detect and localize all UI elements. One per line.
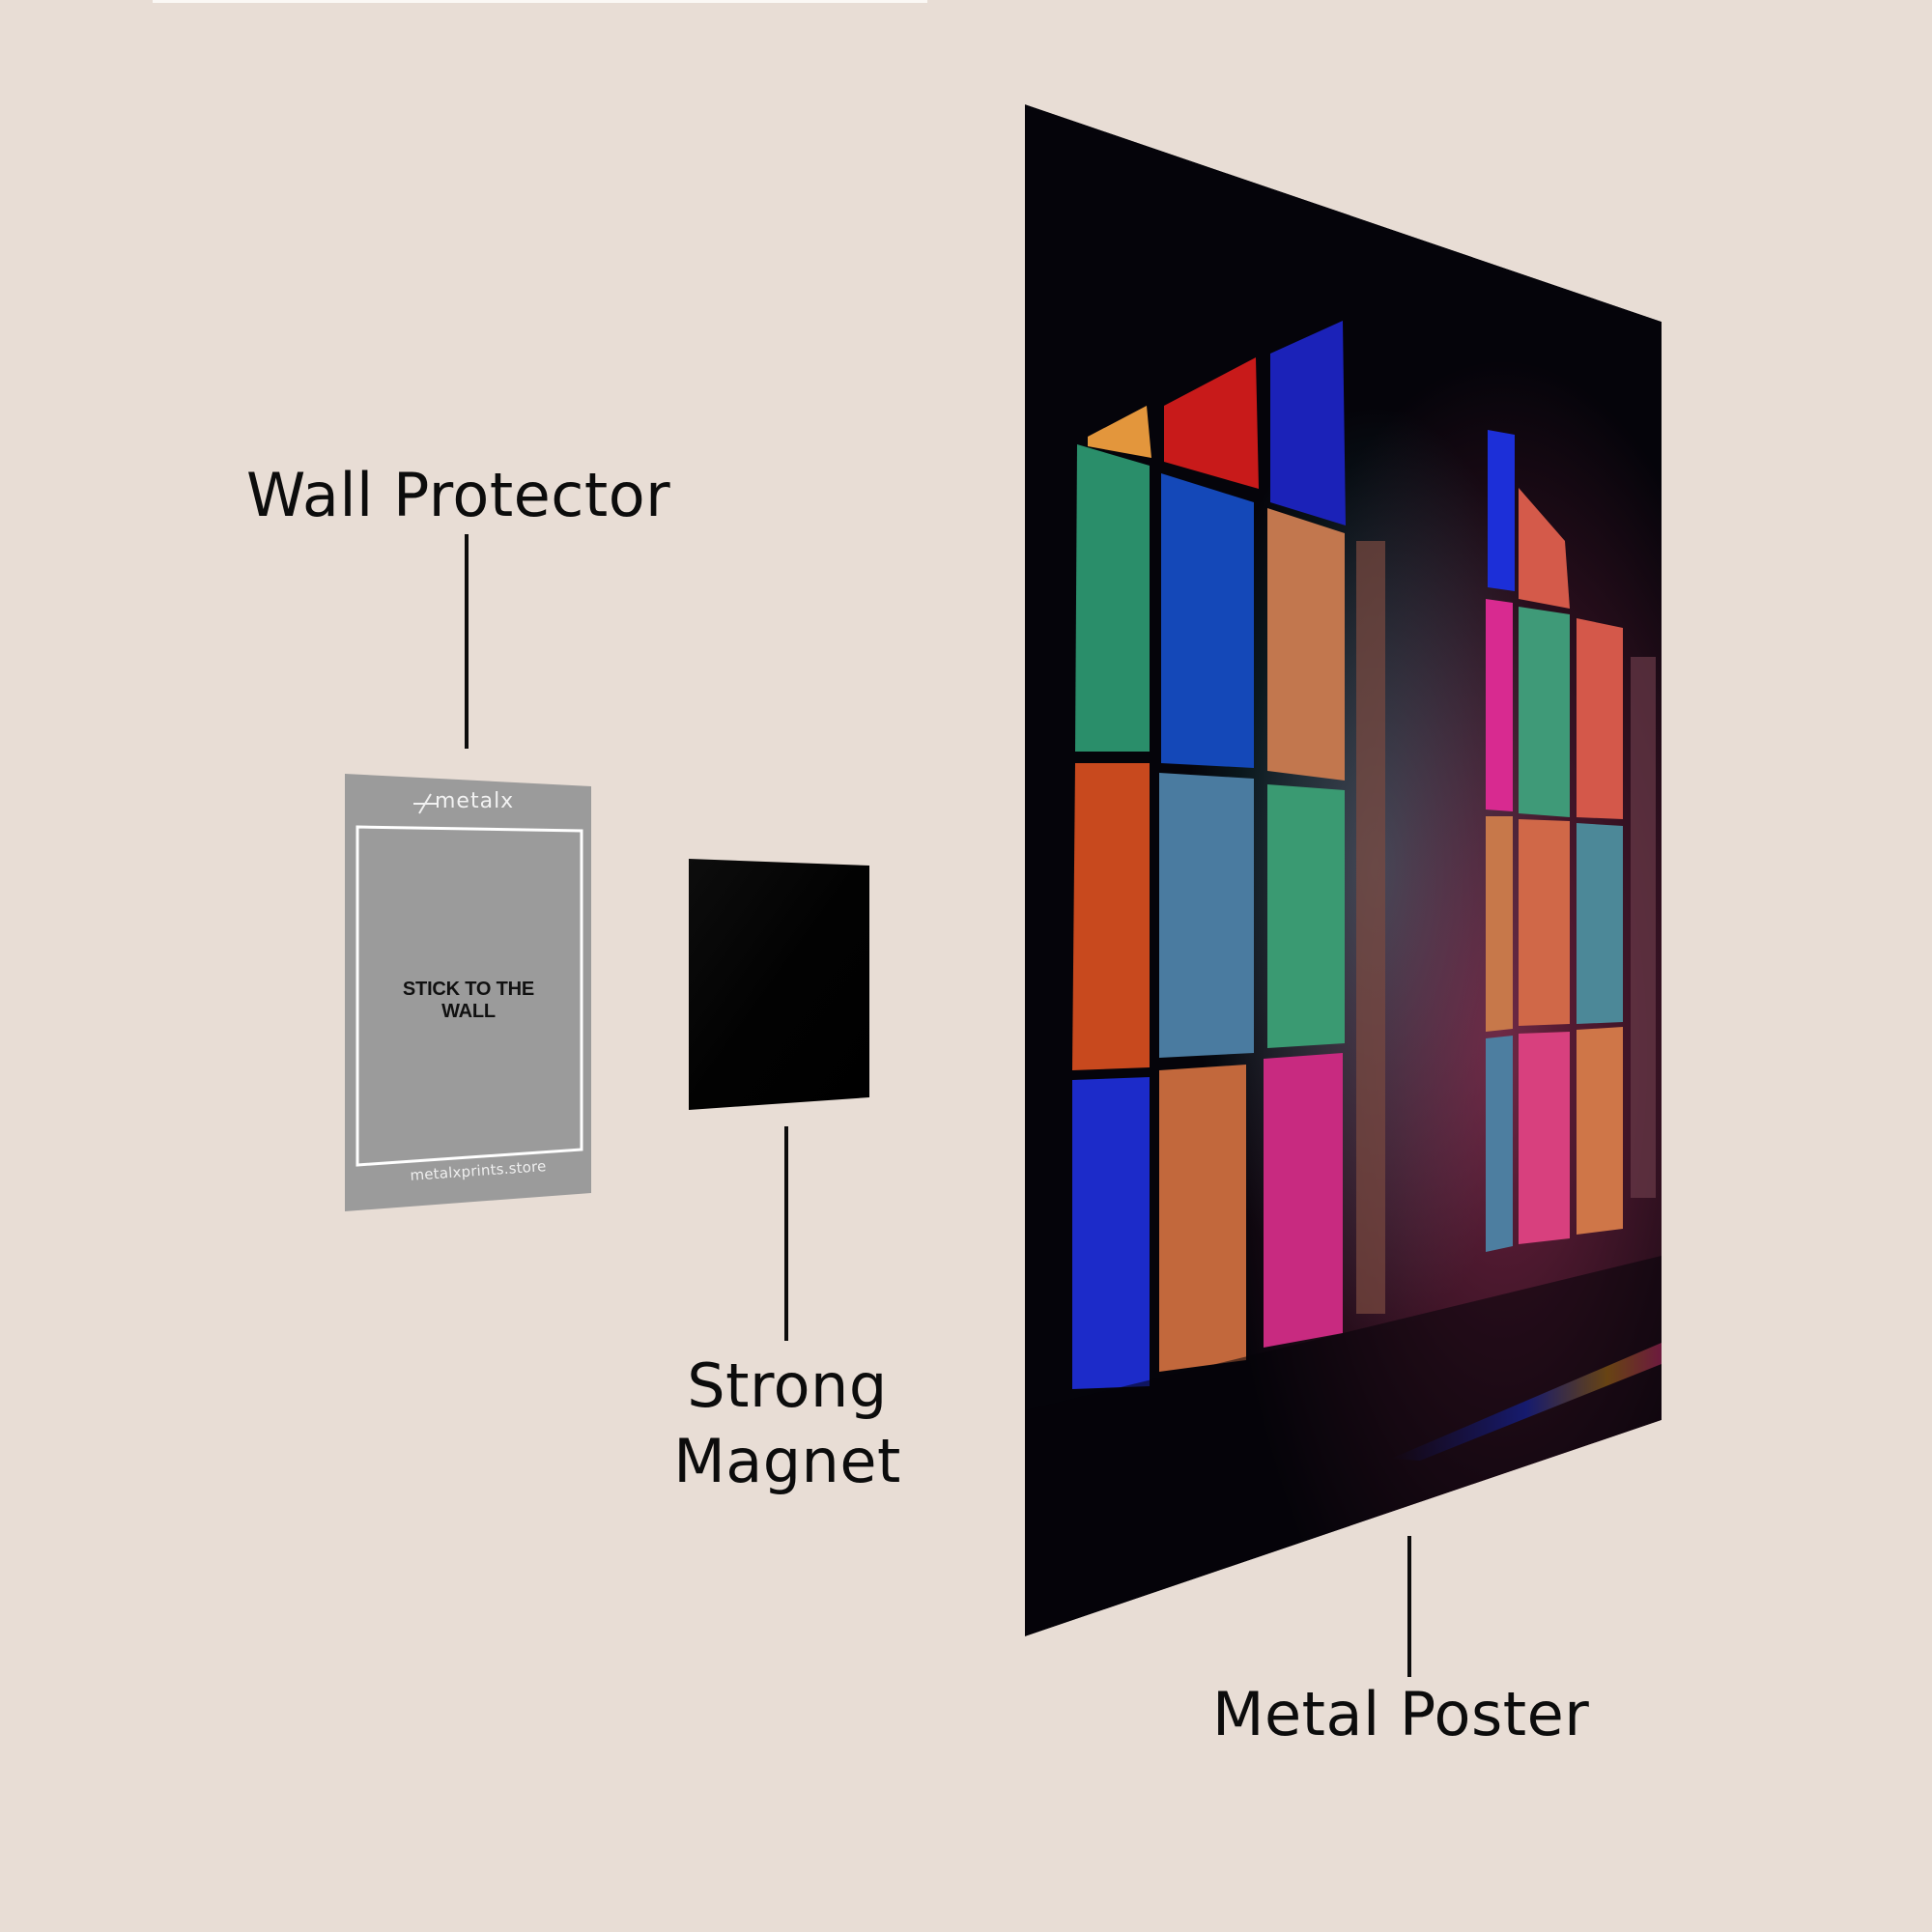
metalx-logo-icon xyxy=(413,793,437,814)
top-border-strip xyxy=(153,0,927,3)
strong-magnet xyxy=(689,859,869,1110)
wall-protector-brand: metalx xyxy=(435,789,515,813)
label-metal-poster: Metal Poster xyxy=(1212,1679,1590,1749)
label-wall-protector: Wall Protector xyxy=(246,460,671,530)
wall-protector-leader-line xyxy=(465,534,469,749)
wall-protector xyxy=(345,774,591,1211)
right-stained-glass-window xyxy=(1486,430,1656,1252)
wall-protector-instruction: STICK TO THE WALL xyxy=(402,979,535,1022)
label-magnet-line1: Strong xyxy=(687,1350,888,1421)
magnet-leader-line xyxy=(784,1126,788,1341)
label-strong-magnet: Strong Magnet xyxy=(667,1349,908,1499)
poster-leader-line xyxy=(1407,1536,1411,1677)
metal-poster xyxy=(1025,104,1662,1636)
left-stained-glass-window xyxy=(1072,321,1385,1389)
label-magnet-line2: Magnet xyxy=(673,1426,901,1496)
